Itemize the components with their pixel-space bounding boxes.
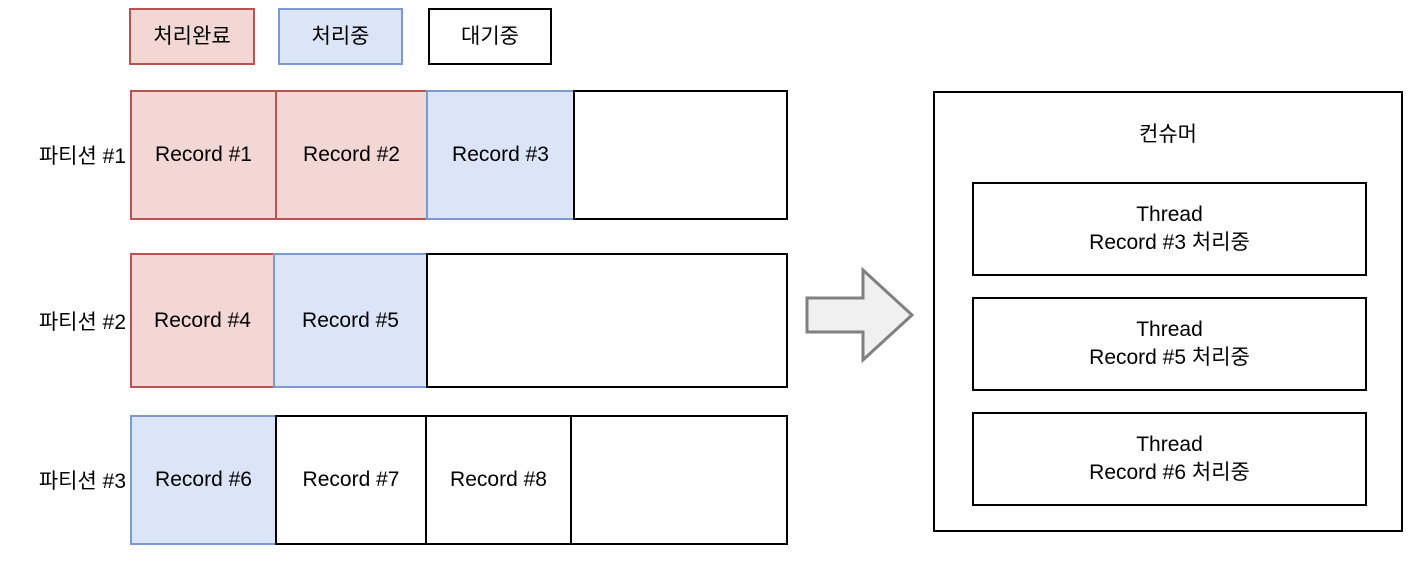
thread-title: Thread bbox=[1136, 318, 1203, 342]
partition-3-label-text: 파티션 #3 bbox=[38, 470, 126, 493]
record-cell-label: Record #8 bbox=[450, 468, 547, 491]
record-cell-label: Record #7 bbox=[302, 468, 400, 491]
record-cell: Record #7 bbox=[275, 415, 427, 545]
legend-item-wait: 대기중 bbox=[428, 8, 552, 65]
thread-title: Thread bbox=[1136, 433, 1203, 457]
record-cell-label: Record #6 bbox=[155, 468, 252, 491]
record-cell-empty bbox=[570, 415, 788, 545]
legend-item-done: 처리완료 bbox=[129, 8, 255, 65]
record-cell-label: Record #3 bbox=[452, 143, 549, 166]
partition-label-3: 파티션 #3 bbox=[0, 415, 126, 545]
right-block-arrow-icon bbox=[805, 265, 915, 365]
record-cell-empty bbox=[426, 253, 788, 388]
thread-box: Thread Record #3 처리중 bbox=[972, 182, 1367, 276]
partition-label-1: 파티션 #1 bbox=[0, 90, 126, 220]
record-cell: Record #6 bbox=[130, 415, 277, 545]
legend-item-wait-label: 대기중 bbox=[461, 25, 519, 48]
legend-item-doing: 처리중 bbox=[278, 8, 403, 65]
thread-title: Thread bbox=[1136, 203, 1203, 227]
partition-1-label-text: 파티션 #1 bbox=[38, 145, 126, 168]
thread-status: Record #5 처리중 bbox=[1089, 346, 1250, 369]
thread-status: Record #6 처리중 bbox=[1089, 461, 1250, 484]
partition-row-2: Record #4 Record #5 bbox=[130, 253, 788, 388]
record-cell-label: Record #5 bbox=[302, 308, 399, 332]
thread-box: Thread Record #6 처리중 bbox=[972, 412, 1367, 506]
thread-box: Thread Record #5 처리중 bbox=[972, 297, 1367, 391]
consumer-container: 컨슈머 Thread Record #3 처리중 Thread Record #… bbox=[933, 91, 1403, 532]
consumer-title: 컨슈머 bbox=[935, 116, 1401, 150]
thread-status: Record #3 처리중 bbox=[1089, 231, 1250, 254]
record-cell-label: Record #2 bbox=[303, 143, 400, 166]
record-cell-label: Record #4 bbox=[154, 308, 251, 332]
partition-row-3: Record #6 Record #7 Record #8 bbox=[130, 415, 788, 545]
record-cell: Record #2 bbox=[275, 90, 428, 220]
record-cell-label: Record #1 bbox=[155, 143, 252, 166]
right-block-arrow-svg bbox=[805, 266, 915, 364]
record-cell: Record #4 bbox=[130, 253, 275, 388]
partition-2-label-text: 파티션 #2 bbox=[38, 310, 126, 334]
record-cell: Record #8 bbox=[425, 415, 572, 545]
legend-item-done-label: 처리완료 bbox=[153, 25, 231, 48]
partition-row-1: Record #1 Record #2 Record #3 bbox=[130, 90, 788, 220]
record-cell: Record #5 bbox=[273, 253, 428, 388]
record-cell: Record #1 bbox=[130, 90, 277, 220]
record-cell: Record #3 bbox=[426, 90, 575, 220]
record-cell-empty bbox=[573, 90, 788, 220]
partition-label-2: 파티션 #2 bbox=[0, 253, 126, 388]
legend: 처리완료 처리중 대기중 bbox=[129, 8, 559, 66]
consumer-title-text: 컨슈머 bbox=[1139, 123, 1197, 146]
legend-item-doing-label: 처리중 bbox=[311, 25, 370, 48]
